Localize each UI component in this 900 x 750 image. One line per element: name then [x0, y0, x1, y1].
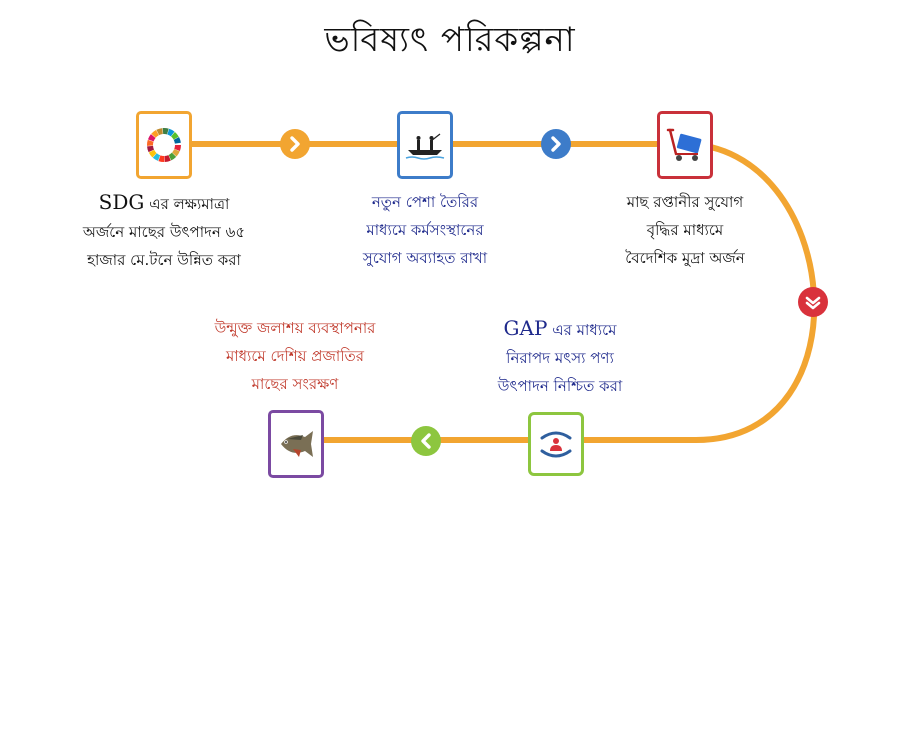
step-1-line-1: SDG এর লক্ষ্যমাত্রা: [98, 190, 230, 214]
chevron-down-icon: [805, 296, 821, 310]
arrow-left: [411, 426, 441, 456]
step-2-node: [397, 111, 453, 179]
step-4-line-1: GAP এর মাধ্যমে: [503, 316, 617, 340]
step-4-line-3: উৎপাদন নিশ্চিত করা: [497, 377, 623, 395]
page-title: ভবিষ্যৎ পরিকল্পনা: [324, 20, 576, 60]
fishing-boat-icon: [405, 133, 445, 160]
step-1-lead: SDG: [98, 190, 145, 214]
chevron-left-icon: [421, 433, 431, 449]
step-1-label: SDG এর লক্ষ্যমাত্রা অর্জনে মাছের উৎপাদন …: [64, 188, 264, 274]
step-1-line-3: হাজার মে.টনে উন্নিত করা: [87, 251, 241, 269]
step-4-lead: GAP: [503, 316, 548, 340]
step-5-line-1: উন্মুক্ত জলাশয় ব্যবস্থাপনার: [214, 319, 376, 337]
step-2-line-3: সুযোগ অব্যাহত রাখা: [362, 249, 488, 267]
step-2-line-2: মাধ্যমে কর্মসংস্থানের: [366, 221, 484, 239]
step-4-label: GAP এর মাধ্যমে নিরাপদ মৎস্য পণ্য উৎপাদন …: [460, 314, 660, 400]
arrow-right-2: [541, 129, 571, 159]
step-5-node: [268, 410, 324, 478]
arrow-down: [798, 287, 828, 317]
step-3-line-3: বৈদেশিক মুদ্রা অর্জন: [625, 249, 745, 267]
step-3-line-1: মাছ রপ্তানীর সুযোগ: [626, 193, 744, 211]
step-3-label: মাছ রপ্তানীর সুযোগ বৃদ্ধির মাধ্যমে বৈদেশ…: [585, 188, 785, 272]
step-4-line-2: নিরাপদ মৎস্য পণ্য: [506, 349, 614, 367]
step-3-node: [657, 111, 713, 179]
step-2-label: নতুন পেশা তৈরির মাধ্যমে কর্মসংস্থানের সু…: [325, 188, 525, 272]
tilapia-fish-icon: [281, 431, 313, 457]
safe-hands-icon: [540, 431, 572, 458]
step-3-line-2: বৃদ্ধির মাধ্যমে: [646, 221, 724, 239]
export-trolley-icon: [666, 128, 702, 161]
step-5-label: উন্মুক্ত জলাশয় ব্যবস্থাপনার মাধ্যমে দেশ…: [180, 314, 410, 398]
sdg-wheel-icon: [147, 128, 181, 162]
step-1-node: [136, 111, 192, 179]
step-5-line-2: মাধ্যমে দেশিয় প্রজাতির: [225, 347, 365, 365]
step-1-line-2: অর্জনে মাছের উৎপাদন ৬৫: [82, 223, 246, 241]
step-4-node: [528, 412, 584, 476]
chevron-right-icon: [290, 136, 300, 152]
step-5-line-3: মাছের সংরক্ষণ: [251, 375, 339, 393]
arrow-right-1: [280, 129, 310, 159]
step-2-line-1: নতুন পেশা তৈরির: [371, 193, 479, 211]
chevron-right-icon: [551, 136, 561, 152]
